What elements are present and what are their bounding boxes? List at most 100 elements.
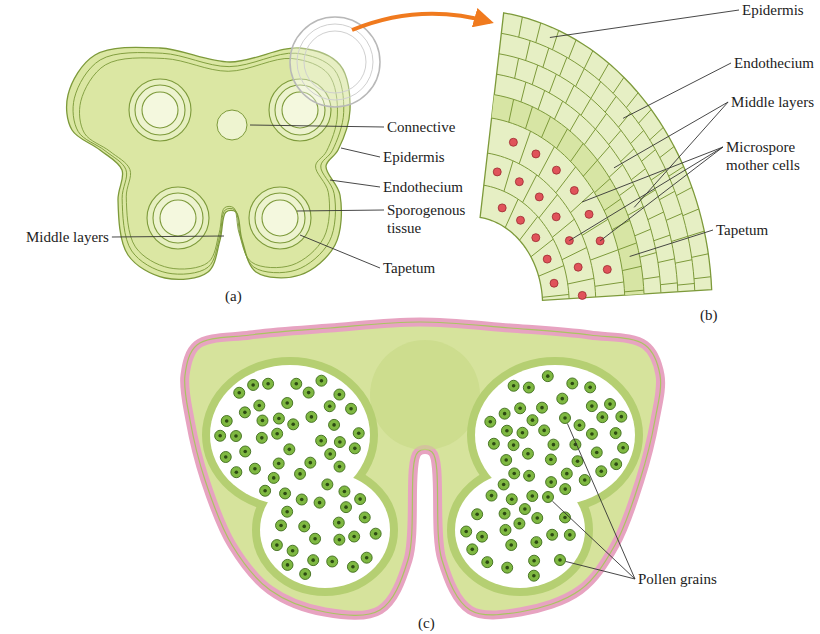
- pollen-wall: [579, 475, 590, 486]
- cell-wall: [622, 266, 641, 270]
- pollen-wall: [215, 430, 226, 441]
- mother-cell-nucleus: [596, 237, 604, 245]
- cell-wall: [584, 51, 593, 69]
- pollen-wall: [334, 461, 345, 472]
- pollen-wall: [515, 403, 526, 414]
- pollen-wall: [560, 484, 571, 495]
- leader-line: [250, 125, 384, 127]
- pollen-nucleus: [523, 507, 527, 511]
- pollen-nucleus: [328, 404, 332, 408]
- pollen-wall: [249, 463, 260, 474]
- pollen-wall: [508, 380, 519, 391]
- pollen-nucleus: [294, 382, 298, 386]
- pollen-grain: [273, 413, 284, 424]
- pollen-wall: [461, 526, 472, 537]
- mother-cell-nucleus: [565, 237, 573, 245]
- pollen-wall: [314, 497, 325, 508]
- cell-layer: [499, 54, 678, 292]
- pollen-grain: [329, 419, 340, 430]
- pollen-grain: [547, 529, 558, 540]
- pollen-wall: [359, 512, 370, 523]
- zoom-arrow: [352, 14, 490, 30]
- pollen-nucleus: [338, 393, 342, 397]
- pollen-grain: [545, 454, 556, 465]
- cell-wall: [669, 167, 684, 177]
- pollen-nucleus: [363, 516, 367, 520]
- cell-wall: [560, 57, 567, 76]
- pollen-wall: [537, 402, 548, 413]
- pollen-nucleus: [518, 522, 522, 526]
- pollen-grain: [273, 458, 284, 469]
- pollen-wall: [282, 398, 293, 409]
- mother-cell-nucleus: [535, 193, 543, 201]
- pollen-wall: [329, 419, 340, 430]
- pollen-grain: [346, 403, 357, 414]
- pollen-wall: [499, 408, 510, 419]
- pollen-nucleus: [275, 432, 279, 436]
- pollen-grain: [527, 491, 538, 502]
- pollen-wall: [257, 415, 268, 426]
- pollen-wall: [287, 545, 298, 556]
- pollen-grain: [506, 494, 517, 505]
- mother-cell-nucleus: [552, 166, 560, 174]
- cell-wall: [604, 199, 621, 211]
- cell-wall: [618, 113, 630, 127]
- pollen-nucleus: [485, 560, 489, 564]
- pollen-grain: [501, 455, 512, 466]
- cell-wall: [642, 150, 656, 162]
- pollen-grain: [618, 442, 629, 453]
- pollen-grain: [515, 403, 526, 414]
- pollen-grain: [353, 428, 364, 439]
- pollen-nucleus: [614, 431, 618, 435]
- cell-wall: [542, 117, 551, 138]
- cell-wall: [591, 82, 601, 99]
- mother-cell-nucleus: [552, 213, 560, 221]
- cell-wall: [675, 260, 692, 263]
- mother-cell-nucleus: [515, 178, 523, 186]
- cell-wall: [660, 283, 677, 285]
- pollen-wall: [527, 415, 538, 426]
- pollen-nucleus: [332, 423, 336, 427]
- pollen-grain: [514, 518, 525, 529]
- pollen-grain: [611, 459, 622, 470]
- pollen-nucleus: [570, 382, 574, 386]
- pollen-grain: [508, 440, 519, 451]
- anther-outline: [185, 322, 661, 615]
- pollen-nucleus: [509, 543, 513, 547]
- mother-cell-nucleus: [574, 263, 582, 271]
- pollen-grain: [555, 555, 566, 566]
- pollen-wall: [498, 479, 509, 490]
- pollen-grain: [579, 475, 590, 486]
- leader-line: [569, 147, 723, 241]
- pollen-nucleus: [313, 537, 317, 541]
- pollen-grain: [564, 529, 575, 540]
- pollen-grain: [543, 492, 554, 503]
- pollen-wall: [310, 533, 321, 544]
- pollen-wall: [467, 544, 478, 555]
- pollen-grain: [334, 534, 345, 545]
- pollen-nucleus: [549, 458, 553, 462]
- pollen-grain: [610, 428, 621, 439]
- cell-wall: [569, 40, 576, 59]
- anther-wall-sector: [480, 13, 712, 300]
- leader-line: [566, 561, 635, 579]
- cell-wall: [692, 254, 709, 258]
- pollen-wall: [254, 400, 265, 411]
- part-label: Epidermis: [383, 148, 445, 166]
- pollen-nucleus: [272, 476, 276, 480]
- pollen-grain: [477, 531, 488, 542]
- part-label: Pollen grains: [638, 570, 717, 588]
- pollen-wall: [572, 456, 583, 467]
- pollen-nucleus: [365, 556, 369, 560]
- pollen-grain: [527, 415, 538, 426]
- cell-wall: [519, 131, 530, 164]
- pollen-nucleus: [338, 440, 342, 444]
- pollen-wall: [272, 428, 283, 439]
- pollen-wall: [519, 504, 530, 515]
- pollen-nucleus: [490, 494, 494, 498]
- pollen-grain: [502, 562, 513, 573]
- pollen-nucleus: [614, 462, 618, 466]
- pollen-nucleus: [563, 487, 567, 491]
- pollen-wall: [220, 451, 231, 462]
- pollen-wall: [341, 502, 352, 513]
